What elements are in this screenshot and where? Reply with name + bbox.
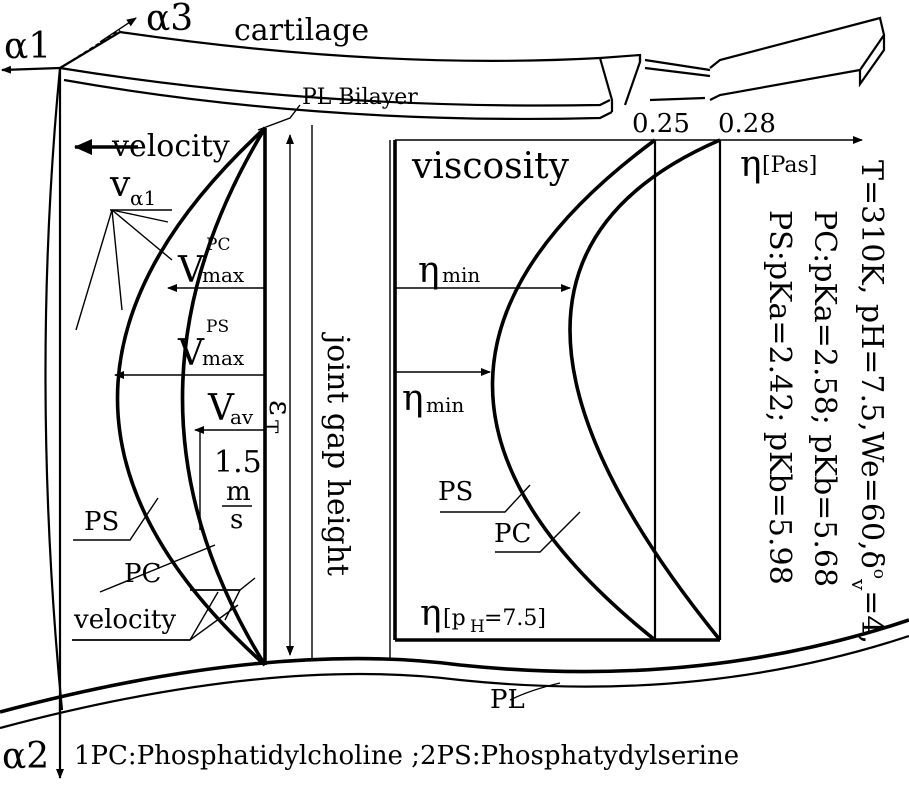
viscosity-region <box>393 136 863 642</box>
eta-axis-label: η <box>740 144 762 185</box>
pc-left-label: PC <box>124 559 161 589</box>
gap-band <box>311 125 391 660</box>
conditions-line1: T=310K, pH=7.5,We=60,δov=4, <box>847 160 889 644</box>
pl-bottom-label: PL <box>490 685 525 715</box>
velocity-bottom-label: velocity <box>73 605 176 635</box>
alpha3-label: α3 <box>146 0 193 39</box>
conditions-line2: PC:pKa=2.58; pKb=5.68 <box>807 210 842 587</box>
joint-gap-height-label: joint gap height <box>320 332 355 576</box>
pc-right-label: PC <box>494 519 531 549</box>
tick-028: 0.28 <box>718 109 776 139</box>
speed-value: 1.5 <box>214 445 262 480</box>
vmax-ps-sub: max <box>202 346 245 370</box>
eta-ph-label: η <box>420 593 442 634</box>
velocity-top-label: velocity <box>111 129 230 164</box>
eta-ph-sub: H <box>470 617 485 637</box>
eta-min-lower-sub: min <box>426 393 464 417</box>
vmax-pc-sup: PC <box>206 235 230 255</box>
eta-min-upper: η <box>418 250 440 291</box>
velocity-region <box>72 126 267 667</box>
footer-legend: 1PC:Phosphatidylcholine ;2PS:Phosphatydy… <box>74 741 739 771</box>
viscosity-label: viscosity <box>411 146 570 187</box>
eta-ph-rest: =7.5] <box>484 606 546 631</box>
viscosity-profile-ps <box>490 138 657 642</box>
vmax-pc-label: V <box>177 250 205 291</box>
ps-left-label: PS <box>84 507 119 537</box>
left-boundary <box>1 17 137 779</box>
vav-label: V <box>207 388 235 429</box>
alpha2-label: α2 <box>2 736 49 777</box>
gap-symbol-sub: T <box>259 420 283 434</box>
cartilage-label: cartilage <box>234 13 369 48</box>
pl-bilayer-label: PL Bilayer <box>302 85 418 110</box>
conditions-line3: PS:pKa=2.42; pKb=5.98 <box>762 210 797 585</box>
text-labels: α1 α3 α2 cartilage PL Bilayer velocity v… <box>2 0 889 777</box>
tick-025: 0.25 <box>632 109 690 139</box>
cartilage-band <box>59 16 886 121</box>
eta-min-lower: η <box>402 378 424 419</box>
viscosity-profile-pc <box>568 138 722 642</box>
v-alpha1-sub: α1 <box>130 186 156 210</box>
svg-text:T=310K, pH=7.5,We=60,δov=4,: T=310K, pH=7.5,We=60,δov=4, <box>847 160 889 644</box>
eta-axis-unit: [Pas] <box>762 153 817 178</box>
unit-den: s <box>230 505 243 535</box>
v-alpha1-label: v <box>109 164 131 205</box>
gap-dimension <box>257 104 301 656</box>
eta-min-upper-sub: min <box>442 263 480 287</box>
vmax-ps-sup: PS <box>206 317 229 337</box>
unit-num: m <box>226 477 251 507</box>
vmax-pc-sub: max <box>202 263 245 287</box>
vmax-ps-label: V <box>177 333 205 374</box>
eta-ph-bracket: [p <box>443 606 466 631</box>
ps-right-label: PS <box>438 477 473 507</box>
alpha1-label: α1 <box>4 26 51 67</box>
vav-sub: av <box>230 405 254 429</box>
pl-bottom-band <box>0 618 909 730</box>
gap-symbol: ε <box>262 400 297 416</box>
